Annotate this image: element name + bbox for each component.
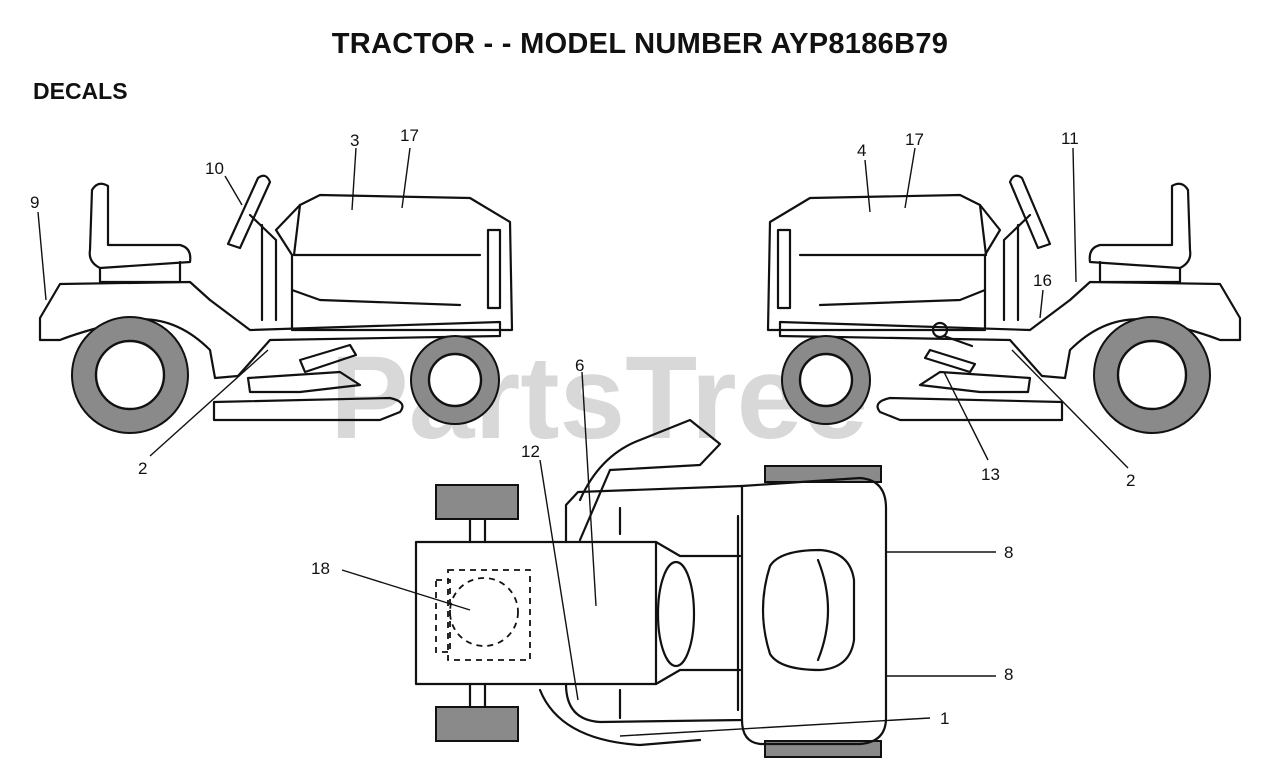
- callout-17-right: 17: [905, 130, 924, 149]
- callout-numbers: 9 10 3 17 2 4 17 11 16 13 2 6 12 18 8 8 …: [30, 126, 1135, 728]
- tractor-top-view: [414, 418, 888, 758]
- callout-2-left: 2: [138, 459, 147, 478]
- callout-12: 12: [521, 442, 540, 461]
- callout-9: 9: [30, 193, 39, 212]
- callout-6: 6: [575, 356, 584, 375]
- callout-11: 11: [1061, 129, 1079, 148]
- callout-1: 1: [940, 709, 949, 728]
- callout-13: 13: [981, 465, 1000, 484]
- callout-2-right: 2: [1126, 471, 1135, 490]
- callout-18: 18: [311, 559, 330, 578]
- callout-10: 10: [205, 159, 224, 178]
- tractor-left-side-view: [38, 174, 514, 434]
- callout-8-upper: 8: [1004, 543, 1013, 562]
- callout-3: 3: [350, 131, 359, 150]
- callout-17-left: 17: [400, 126, 419, 145]
- tractor-right-side-view: [766, 174, 1242, 434]
- callout-16: 16: [1033, 271, 1052, 290]
- page-title: TRACTOR - - MODEL NUMBER AYP8186B79: [331, 28, 949, 60]
- callout-8-lower: 8: [1004, 665, 1013, 684]
- leader-lines: [37, 147, 1129, 737]
- callout-4: 4: [857, 141, 866, 160]
- section-label: DECALS: [33, 78, 128, 104]
